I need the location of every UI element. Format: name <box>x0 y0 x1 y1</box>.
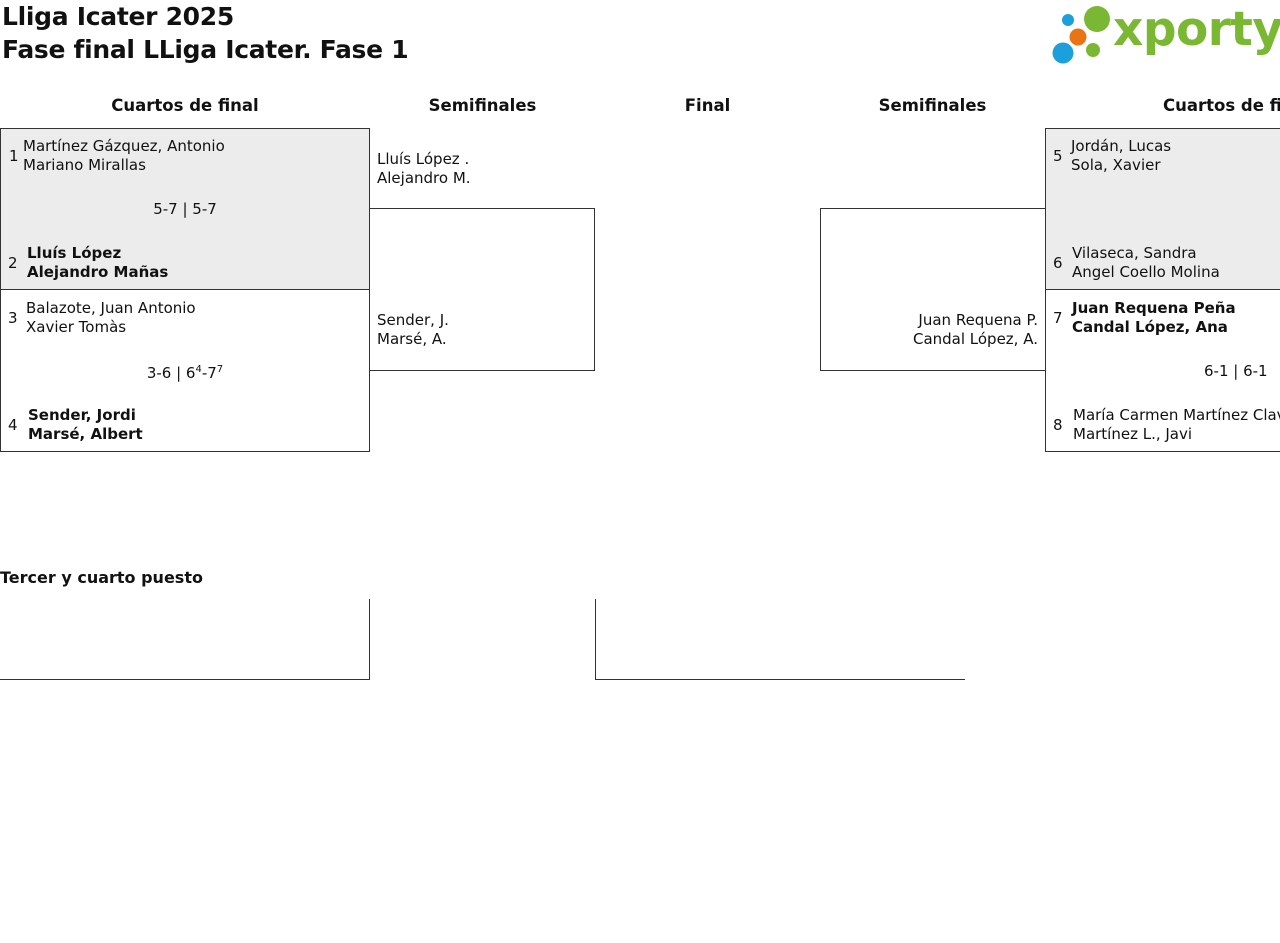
xporty-logo: xporty <box>1052 2 1280 66</box>
seed-number: 7 <box>1053 309 1063 327</box>
qf-left-match-1[interactable]: 1 Martínez Gázquez, Antonio Mariano Mira… <box>0 128 370 290</box>
seed-number: 8 <box>1053 416 1063 434</box>
player-name: Mariano Mirallas <box>23 156 146 174</box>
match-score: 3-6 | 64-77 <box>146 364 224 382</box>
sf-right-bottom-player: Juan Requena P. <box>918 311 1038 329</box>
third-place-title: Tercer y cuarto puesto <box>0 568 203 587</box>
qf-right-match-1[interactable]: 5 Jordán, Lucas Sola, Xavier 6 Vilaseca,… <box>1045 128 1280 290</box>
player-name: Xavier Tomàs <box>26 318 127 336</box>
column-header-semifinals-right: Semifinales <box>878 96 987 115</box>
winner-player-name: Candal López, Ana <box>1072 318 1228 336</box>
column-header-quarterfinals-left: Cuartos de final <box>111 96 259 115</box>
sf-left-top-player: Lluís López . <box>377 150 470 168</box>
winner-player-name: Sender, Jordi <box>28 406 136 424</box>
winner-player-name: Juan Requena Peña <box>1072 299 1236 317</box>
qf-left-match-2[interactable]: 3 Balazote, Juan Antonio Xavier Tomàs 3-… <box>0 289 370 452</box>
column-header-final: Final <box>684 96 731 115</box>
sf-left-top-player: Alejandro M. <box>377 169 471 187</box>
column-header-quarterfinals-right: Cuartos de final <box>1163 96 1280 115</box>
third-place-match-right[interactable] <box>595 599 965 680</box>
third-place-match-left[interactable] <box>0 599 370 680</box>
seed-number: 2 <box>8 254 18 272</box>
player-name: Balazote, Juan Antonio <box>26 299 196 317</box>
player-name: Sola, Xavier <box>1071 156 1161 174</box>
player-name: Martínez L., Javi <box>1073 425 1193 443</box>
sf-left-match[interactable]: Sender, J. Marsé, A. <box>369 208 595 371</box>
player-name: Vilaseca, Sandra <box>1072 244 1197 262</box>
sf-right-match[interactable]: Juan Requena P. Candal López, A. <box>820 208 1046 371</box>
qf-right-match-2[interactable]: 7 Juan Requena Peña Candal López, Ana 6-… <box>1045 289 1280 452</box>
seed-number: 1 <box>9 147 19 165</box>
player-name: Jordán, Lucas <box>1071 137 1172 155</box>
seed-number: 3 <box>8 309 18 327</box>
match-score: 5-7 | 5-7 <box>153 200 217 218</box>
winner-player-name: Lluís López <box>27 244 122 262</box>
sf-right-bottom-player: Candal López, A. <box>912 330 1038 348</box>
seed-number: 6 <box>1053 254 1063 272</box>
seed-number: 4 <box>8 416 18 434</box>
player-name: Angel Coello Molina <box>1072 263 1220 281</box>
page-title: Lliga Icater 2025 <box>2 2 234 31</box>
column-header-semifinals-left: Semifinales <box>428 96 537 115</box>
player-name: Martínez Gázquez, Antonio <box>23 137 225 155</box>
match-score: 6-1 | 6-1 <box>1204 362 1268 380</box>
seed-number: 5 <box>1053 147 1063 165</box>
sf-left-bottom-player: Marsé, A. <box>377 330 447 348</box>
page-subtitle: Fase final LLiga Icater. Fase 1 <box>2 35 409 64</box>
player-name: María Carmen Martínez Clav <box>1073 406 1280 424</box>
sf-left-bottom-player: Sender, J. <box>377 311 449 329</box>
logo-text: xporty <box>1113 2 1280 57</box>
winner-player-name: Marsé, Albert <box>28 425 143 443</box>
winner-player-name: Alejandro Mañas <box>27 263 169 281</box>
